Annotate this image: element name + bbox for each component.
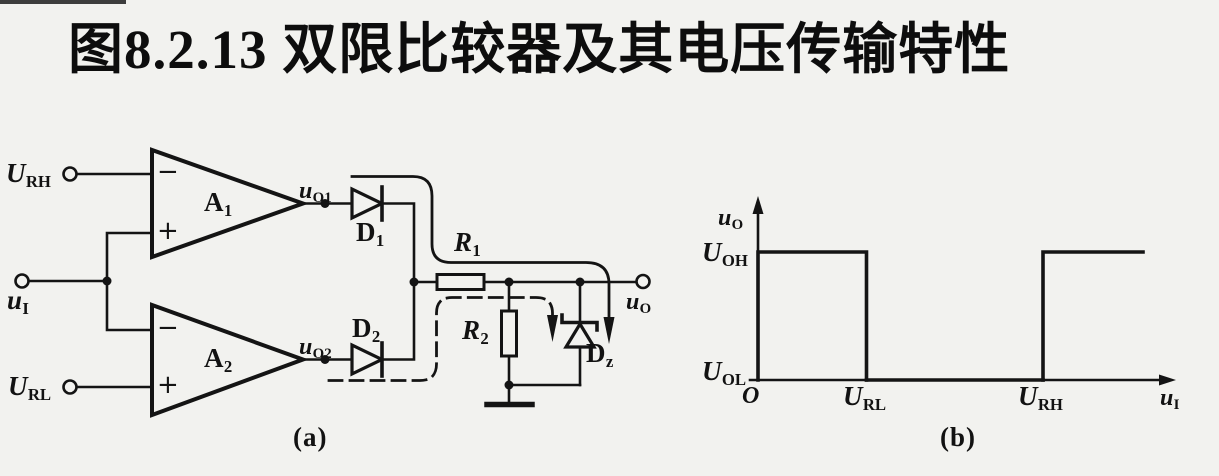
- label-r1: R1: [454, 227, 481, 260]
- diode-d1: [350, 185, 416, 284]
- graph-origin-label: O: [742, 383, 760, 409]
- label-d2: D2: [352, 313, 381, 346]
- terminal-u-o: [635, 273, 651, 290]
- graph-u-oh-label: UOH: [702, 237, 748, 270]
- label-u-o2: uO2: [299, 334, 332, 363]
- resistor-r2: [500, 280, 518, 406]
- opamp-a2: [150, 302, 354, 418]
- transfer-curve: [756, 250, 1145, 382]
- graph-y-axis-label: uO: [718, 205, 744, 234]
- label-dz: Dz: [586, 338, 614, 371]
- terminal-u-rl: [62, 379, 154, 395]
- label-u-i: uI: [7, 285, 29, 318]
- opamp-a1-minus-sign: −: [157, 157, 179, 187]
- diode-d2: [350, 280, 416, 378]
- terminal-u-i: [14, 231, 154, 332]
- node-u-o1: [320, 199, 330, 208]
- arrowhead: [547, 315, 558, 342]
- label-r2: R2: [462, 315, 489, 348]
- graph-u-rh-label: URH: [1018, 381, 1063, 414]
- node-u-o2: [320, 355, 330, 364]
- opamp-a2-plus-sign: +: [157, 370, 179, 400]
- opamp-a1: [150, 147, 354, 260]
- label-u-o: uO: [626, 289, 652, 318]
- label-u-o1: uO1: [299, 178, 332, 207]
- opamp-a2-minus-sign: −: [157, 313, 179, 343]
- label-a1: A1: [204, 187, 233, 220]
- label-a2: A2: [204, 343, 233, 376]
- zener-dz: [560, 280, 599, 387]
- graph-u-rl-label: URL: [843, 381, 887, 414]
- label-d1: D1: [356, 217, 385, 250]
- current-path-dashed: [327, 296, 558, 382]
- y-axis-arrow: [752, 196, 764, 214]
- x-axis-arrow: [1159, 374, 1176, 386]
- graph-u-ol-label: UOL: [702, 356, 747, 389]
- figure-title: 图8.2.13 双限比较器及其电压传输特性: [68, 19, 1011, 80]
- transfer-characteristic-plot: [748, 196, 1176, 386]
- caption-a: (a): [293, 422, 328, 452]
- label-u-rl: URL: [8, 371, 52, 404]
- terminal-u-rh: [62, 166, 154, 182]
- label-u-rh: URH: [6, 158, 51, 191]
- video-edge-artifact: [0, 0, 126, 4]
- current-path-solid: [350, 175, 615, 344]
- junction-dot: [409, 277, 419, 287]
- caption-b: (b): [940, 422, 976, 452]
- circuit-diagram: [14, 147, 651, 418]
- opamp-a1-plus-sign: +: [157, 216, 179, 246]
- graph-x-axis-label: uI: [1160, 385, 1180, 414]
- arrowhead: [603, 317, 615, 344]
- resistor-r1: [435, 273, 486, 291]
